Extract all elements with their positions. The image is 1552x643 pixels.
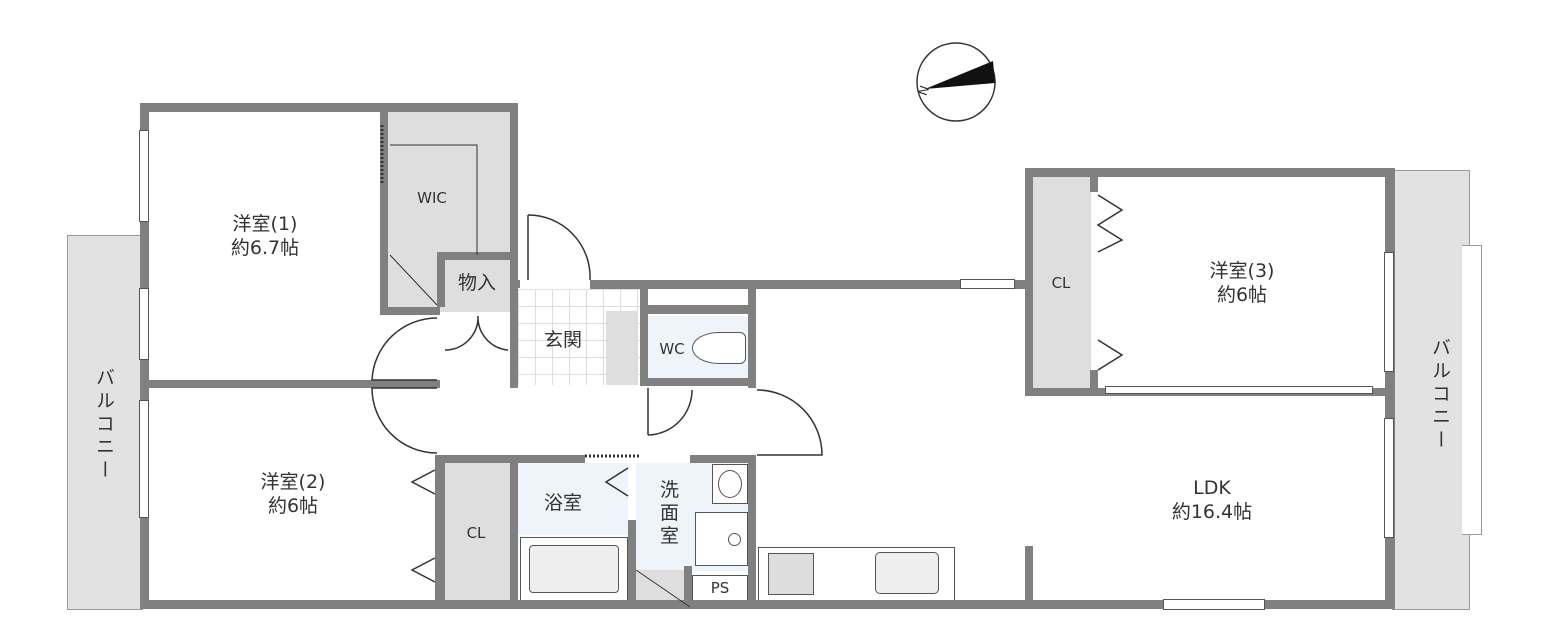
- wall: [510, 280, 520, 288]
- closet-right-area: [1033, 177, 1091, 388]
- wall: [1090, 370, 1098, 390]
- storage-area: [445, 260, 510, 305]
- wall: [140, 103, 518, 112]
- wall: [510, 103, 518, 388]
- wall: [690, 455, 756, 463]
- stove-icon: [768, 553, 814, 595]
- wall: [1090, 177, 1098, 192]
- room-size: 約6帖: [1216, 284, 1268, 306]
- wall: [640, 305, 755, 314]
- door-ldk: [756, 389, 823, 456]
- room-size: 約16.4帖: [1171, 501, 1253, 523]
- room-western1-label: 洋室(1)約6.7帖: [231, 212, 299, 260]
- sliding-door[interactable]: [1105, 386, 1373, 394]
- sink-icon: [875, 552, 939, 594]
- bath-area: [518, 463, 628, 535]
- wall: [748, 455, 756, 605]
- door-closet-left: [410, 469, 436, 583]
- washing-machine-pan: [695, 512, 748, 566]
- wall: [437, 252, 517, 260]
- room-western2-label: 洋室(2)約6帖: [261, 470, 326, 518]
- window: [139, 400, 149, 518]
- wall: [510, 455, 518, 605]
- wall: [1025, 168, 1033, 396]
- balcony-right-notch: [1462, 245, 1482, 535]
- window: [960, 279, 1015, 289]
- wc-label: WC: [659, 340, 685, 358]
- room-name: LDK: [1193, 477, 1231, 499]
- door-bath: [604, 467, 629, 497]
- room-name: 洋室(1): [232, 213, 298, 235]
- room-size: 約6帖: [267, 495, 319, 517]
- door-wc: [647, 388, 693, 436]
- wall: [640, 280, 648, 385]
- balcony-left: [67, 235, 143, 610]
- wall: [380, 103, 388, 315]
- room-size: 約6.7帖: [230, 237, 300, 259]
- wall: [684, 566, 692, 604]
- window: [1384, 252, 1394, 372]
- washbasin: [712, 464, 748, 504]
- wall: [748, 280, 756, 388]
- wall: [590, 280, 960, 289]
- washroom-label: 洗面室: [657, 479, 679, 549]
- wall: [140, 600, 1395, 609]
- room-western3-label: 洋室(3)約6帖: [1210, 259, 1275, 307]
- wall: [1385, 168, 1395, 609]
- closet-left-label: CL: [466, 524, 486, 542]
- door-storage: [444, 315, 509, 351]
- wall: [380, 307, 440, 315]
- window: [139, 288, 149, 360]
- closet-right-label: CL: [1051, 274, 1071, 292]
- wic-label: WIC: [417, 189, 447, 207]
- bath-label: 浴室: [543, 492, 583, 514]
- balcony-right: [1392, 170, 1470, 610]
- storage-label: 物入: [457, 272, 497, 294]
- entrance-label: 玄関: [543, 329, 583, 351]
- wall: [1025, 168, 1395, 177]
- toilet-icon: [692, 332, 746, 364]
- wall: [628, 520, 636, 605]
- wall: [1025, 546, 1033, 606]
- closet-left-area: [445, 463, 510, 601]
- shoe-cabinet: [606, 311, 638, 385]
- room-name: 洋室(3): [1209, 260, 1275, 282]
- balcony-left-label: バルコニー: [93, 367, 115, 483]
- front-door: [527, 214, 591, 281]
- door-room2: [371, 387, 438, 454]
- wall: [435, 455, 445, 605]
- wall: [437, 252, 445, 307]
- window: [139, 130, 149, 222]
- room-name: 洋室(2): [260, 471, 326, 493]
- door-closet-right: [1096, 194, 1124, 371]
- wall: [140, 380, 440, 388]
- wall: [640, 378, 755, 386]
- ps-label: PS: [710, 579, 730, 597]
- compass-icon: [916, 42, 996, 122]
- wall: [1015, 280, 1033, 289]
- window: [1163, 599, 1265, 610]
- bathtub: [520, 537, 628, 601]
- compass: N: [915, 41, 997, 123]
- balcony-right-label: バルコニー: [1429, 337, 1451, 453]
- door-room1: [371, 317, 438, 381]
- ps-box: [692, 575, 748, 601]
- window: [1384, 418, 1394, 538]
